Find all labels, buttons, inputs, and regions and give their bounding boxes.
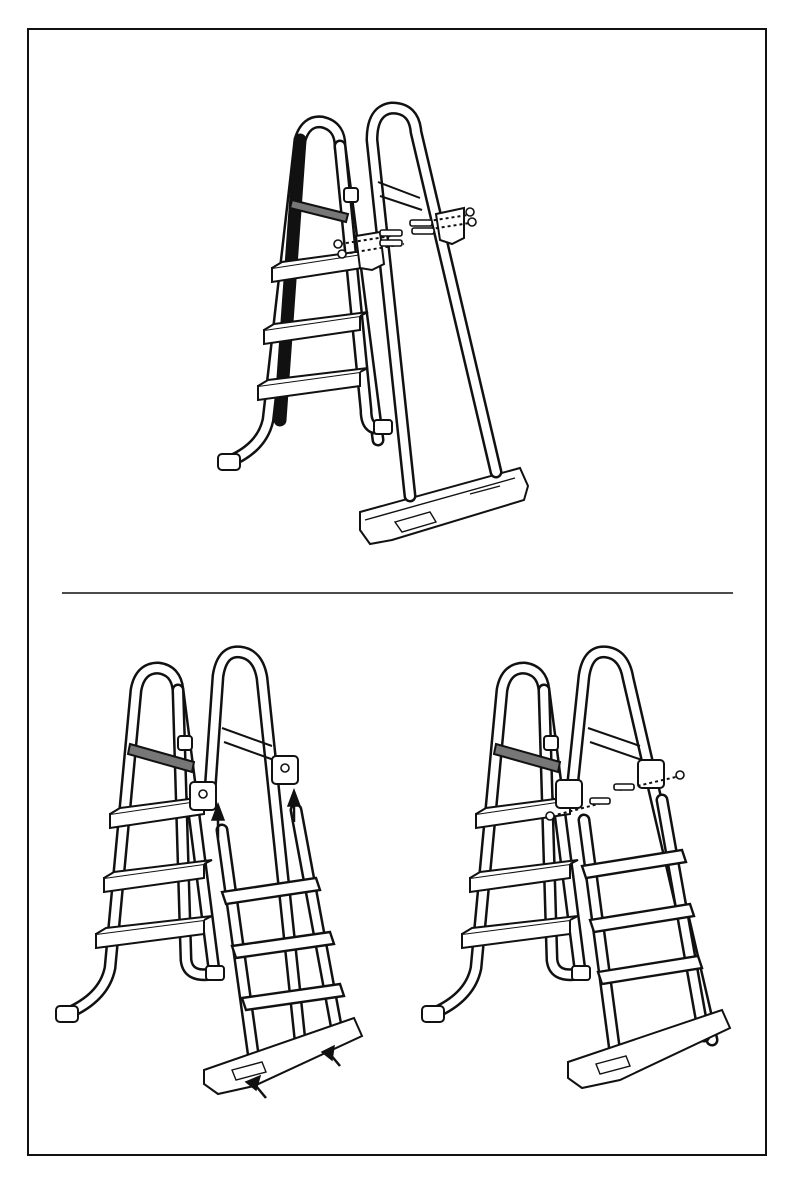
inner-steps-ladder [568,800,730,1088]
outer-ladder-frame [218,122,392,470]
clamp-assembly-right [410,208,476,244]
clamp-icon [544,736,558,750]
assembly-bottom-right-panel [422,652,730,1088]
bolt-icon [380,240,402,246]
bolt-icon [590,798,610,804]
clamp-icon [178,736,192,750]
clamp-icon [638,760,664,788]
nut-icon [676,771,684,779]
end-cap-icon [374,420,392,434]
nut-icon [546,812,554,820]
clamp-icon [344,188,358,202]
nut-icon [334,240,342,248]
ladder-base [204,1018,362,1094]
arrow-up-icon [288,790,300,806]
end-cap-icon [206,966,224,980]
clamp-icon [556,780,582,808]
ladder-base [360,468,528,544]
bolt-icon [410,220,432,226]
bolt-icon [412,228,434,234]
bolt-icon [380,230,402,236]
end-cap-icon [218,454,240,470]
nut-icon [468,218,476,226]
assembly-top-panel [218,108,528,544]
assembly-bottom-left-panel [56,652,362,1098]
outer-ladder-frame [422,668,590,1022]
end-cap-icon [572,966,590,980]
bolt-icon [614,784,634,790]
outer-ladder-frame [56,668,224,1022]
ladder-base [568,1010,730,1088]
end-cap-icon [422,1006,444,1022]
end-cap-icon [56,1006,78,1022]
nut-icon [466,208,474,216]
nut-icon [338,250,346,258]
inner-ladder-frame [372,108,496,496]
